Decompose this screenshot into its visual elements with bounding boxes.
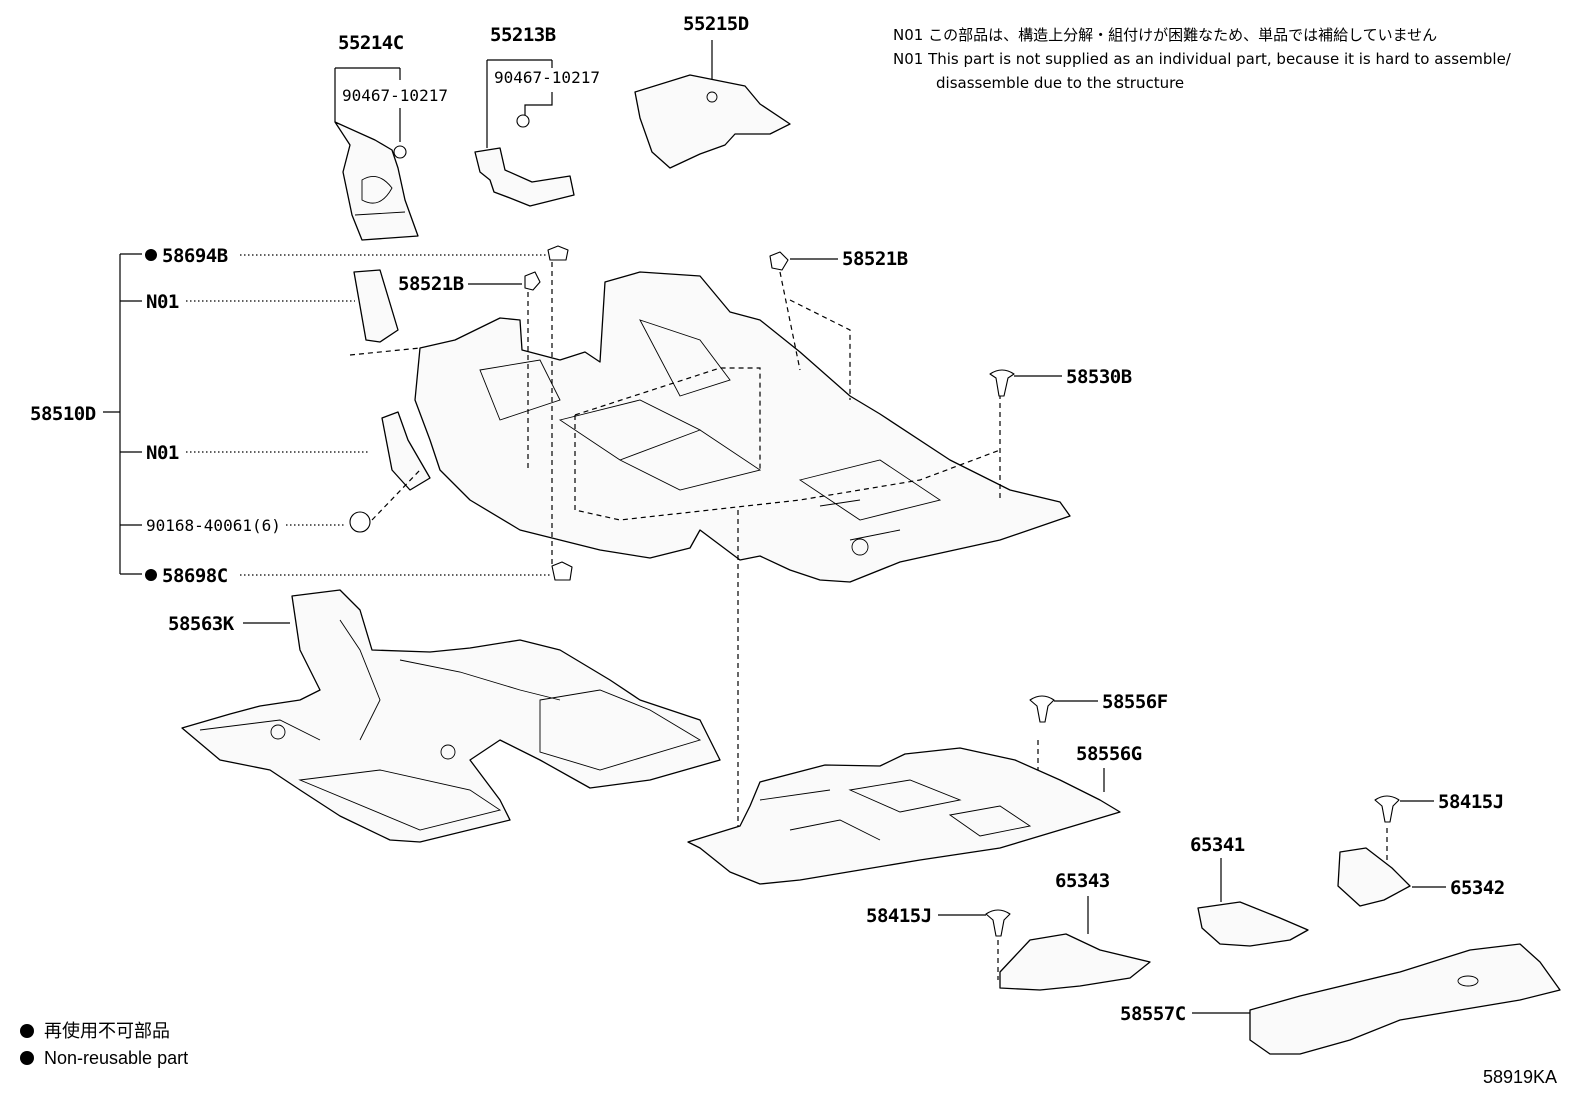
legend-en: Non-reusable part [44,1048,188,1068]
non-reusable-dot-58694B [145,249,157,261]
part-65341-shape [1197,901,1309,947]
non-reusable-dot-58698C [145,569,157,581]
part-58510D-shape [414,271,1071,583]
part-N01-b-shape [381,411,431,491]
label-90467-a[interactable]: 90467-10217 [342,86,448,105]
clip-90467-b-icon [516,114,530,128]
label-58698C[interactable]: 58698C [162,565,228,587]
label-58521B-b[interactable]: 58521B [842,248,908,270]
label-58556G[interactable]: 58556G [1076,743,1142,765]
part-55215D-hole [706,91,718,103]
clip-58521B-a-icon [524,271,541,291]
label-55215D[interactable]: 55215D [683,13,749,35]
clip-58694B-icon [547,245,569,261]
part-58563K-detail [199,619,702,831]
label-65343[interactable]: 65343 [1055,870,1110,892]
clip-58415J-a-icon [985,909,1011,937]
part-55213B-shape [474,147,575,207]
clip-58698C-icon [551,561,573,581]
bracket-58510D [103,253,142,575]
part-58563K-hole-b [440,744,456,760]
note-en-line2: disassemble due to the structure [936,74,1184,92]
screw-90168-icon [349,511,371,533]
clip-90467-a-icon [393,145,407,159]
clip-58521B-b-icon [769,251,789,271]
leader-55213B [486,59,553,148]
label-90168[interactable]: 90168-40061(6) [146,516,281,535]
label-58563K[interactable]: 58563K [168,613,235,635]
label-58530B[interactable]: 58530B [1066,366,1132,388]
label-55214C[interactable]: 55214C [338,32,404,54]
label-58415J-a[interactable]: 58415J [866,905,932,927]
part-55214C-detail [354,175,406,216]
part-58510D-hole [851,538,869,556]
label-58415J-b[interactable]: 58415J [1438,791,1504,813]
label-58694B[interactable]: 58694B [162,245,228,267]
leader-55214C [334,67,401,142]
note-jp: N01 この部品は、構造上分解・組付けが困難なため、単品では補給していません [893,26,1437,44]
label-65342[interactable]: 65342 [1450,877,1505,899]
legend-dot-en-icon [20,1051,34,1065]
clip-58556F-icon [1029,695,1055,723]
part-55214C-shape [334,121,419,241]
note-en-line1: N01 This part is not supplied as an indi… [893,50,1512,68]
part-58556G-shape [687,747,1121,885]
label-58557C[interactable]: 58557C [1120,1003,1186,1025]
diagram-id: 58919KA [1483,1067,1557,1087]
part-58510D-detail [479,319,942,541]
part-58556G-detail [759,779,1032,841]
label-55213B[interactable]: 55213B [490,24,556,46]
label-58510D[interactable]: 58510D [30,403,96,425]
part-58563K-hole-a [270,724,286,740]
assembly-dashed-lines [349,262,1039,872]
label-N01-a[interactable]: N01 [146,291,179,313]
part-58557C-hole [1457,975,1479,987]
label-N01-b[interactable]: N01 [146,442,179,464]
part-65342-shape [1337,847,1411,907]
label-58521B-a[interactable]: 58521B [398,273,464,295]
label-90467-b[interactable]: 90467-10217 [494,68,600,87]
part-65343-shape [999,933,1151,991]
legend-dot-jp-icon [20,1024,34,1038]
part-55215D-shape [634,74,791,169]
clip-58415J-b-icon [1374,795,1400,823]
label-58556F[interactable]: 58556F [1102,691,1168,713]
part-58557C-shape [1249,943,1561,1055]
label-65341[interactable]: 65341 [1190,834,1245,856]
part-58563K-shape [181,589,721,843]
clip-58530B-icon [989,369,1015,397]
part-N01-a-shape [353,269,399,343]
legend-jp: 再使用不可部品 [44,1021,170,1041]
